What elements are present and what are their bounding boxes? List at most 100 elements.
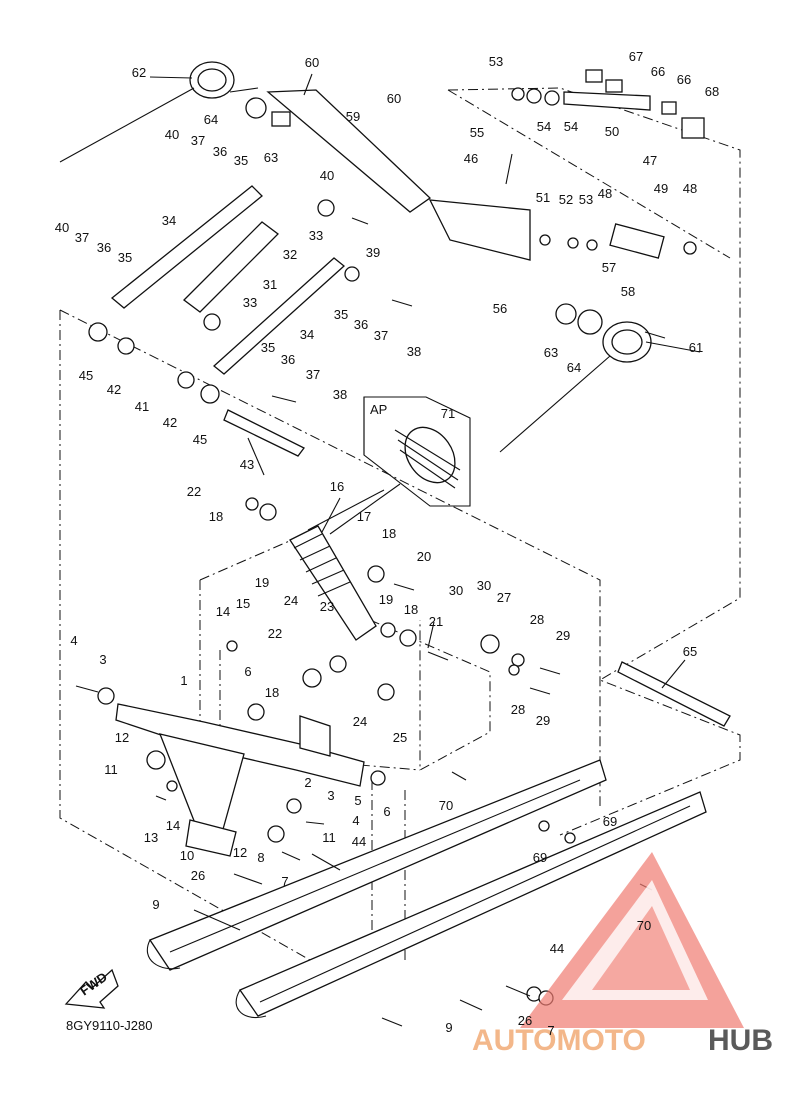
part-callout-30: 30 — [477, 578, 491, 593]
part-callout-33: 33 — [309, 228, 323, 243]
part-callout-42: 42 — [163, 415, 177, 430]
part-callout-52: 52 — [559, 192, 573, 207]
torsion-spring-61 — [499, 321, 666, 453]
part-callout-35: 35 — [118, 250, 132, 265]
part-callout-4: 4 — [70, 633, 77, 648]
part-callout-59: 59 — [346, 109, 360, 124]
part-callout-24: 24 — [284, 593, 298, 608]
part-callout-43: 43 — [240, 457, 254, 472]
part-callout-58: 58 — [621, 284, 635, 299]
part-callout-40: 40 — [55, 220, 69, 235]
part-callout-37: 37 — [374, 328, 388, 343]
part-callout-71: 71 — [441, 406, 455, 421]
part-callout-24: 24 — [353, 714, 367, 729]
part-callout-8: 8 — [257, 850, 264, 865]
watermark-text-hub: HUB — [708, 1024, 773, 1057]
part-callout-20: 20 — [417, 549, 431, 564]
part-callout-17: 17 — [357, 509, 371, 524]
part-callout-26: 26 — [518, 1013, 532, 1028]
part-callout-30: 30 — [449, 583, 463, 598]
part-callout-60: 60 — [305, 55, 319, 70]
part-callout-27: 27 — [497, 590, 511, 605]
watermark-text-automoto: AUTOMOTO — [472, 1024, 646, 1057]
diagram-code: 8GY9110-J280 — [66, 1018, 153, 1033]
rail-lower — [146, 759, 707, 1018]
part-callout-63: 63 — [264, 150, 278, 165]
part-callout-62: 62 — [132, 65, 146, 80]
part-callout-60: 60 — [387, 91, 401, 106]
part-callout-28: 28 — [530, 612, 544, 627]
small-parts — [88, 69, 705, 1006]
part-callout-14: 14 — [166, 818, 180, 833]
part-callout-37: 37 — [306, 367, 320, 382]
part-callout-48: 48 — [598, 186, 612, 201]
part-callout-12: 12 — [115, 730, 129, 745]
shock-absorber-16 — [289, 525, 377, 641]
part-callout-3: 3 — [327, 788, 334, 803]
part-callout-21: 21 — [429, 614, 443, 629]
part-callout-36: 36 — [354, 317, 368, 332]
part-callout-18: 18 — [404, 602, 418, 617]
torsion-spring-62 — [59, 61, 259, 163]
part-callout-35: 35 — [334, 307, 348, 322]
part-callout-31: 31 — [263, 277, 277, 292]
bolts — [75, 153, 653, 1027]
part-callout-48: 48 — [683, 181, 697, 196]
part-callout-10: 10 — [180, 848, 194, 863]
part-callout-38: 38 — [333, 387, 347, 402]
part-callout-23: 23 — [320, 599, 334, 614]
leader-lines — [149, 73, 701, 689]
part-callout-55: 55 — [470, 125, 484, 140]
part-callout-53: 53 — [489, 54, 503, 69]
ap-detail-box — [307, 396, 471, 535]
part-callout-15: 15 — [236, 596, 250, 611]
part-callout-26: 26 — [191, 868, 205, 883]
part-callout-16: 16 — [330, 479, 344, 494]
part-callout-42: 42 — [107, 382, 121, 397]
part-callout-44: 44 — [550, 941, 564, 956]
part-callout-6: 6 — [383, 804, 390, 819]
part-callout-70: 70 — [637, 918, 651, 933]
part-callout-35: 35 — [261, 340, 275, 355]
part-callout-4: 4 — [352, 813, 359, 828]
part-callout-57: 57 — [602, 260, 616, 275]
part-callout-63: 63 — [544, 345, 558, 360]
shafts — [110, 89, 731, 727]
part-callout-35: 35 — [234, 153, 248, 168]
part-callout-19: 19 — [379, 592, 393, 607]
part-callout-39: 39 — [366, 245, 380, 260]
part-callout-37: 37 — [75, 230, 89, 245]
part-callout-37: 37 — [191, 133, 205, 148]
part-callout-66: 66 — [677, 72, 691, 87]
part-callout-14: 14 — [216, 604, 230, 619]
part-callout-54: 54 — [564, 119, 578, 134]
part-callout-9: 9 — [445, 1020, 452, 1035]
part-callout-56: 56 — [493, 301, 507, 316]
part-callout-11: 11 — [104, 762, 118, 777]
part-callout-64: 64 — [567, 360, 581, 375]
part-callout-13: 13 — [144, 830, 158, 845]
part-callout-53: 53 — [579, 192, 593, 207]
part-callout-3: 3 — [99, 652, 106, 667]
part-callout-29: 29 — [556, 628, 570, 643]
part-callout-22: 22 — [268, 626, 282, 641]
part-callout-70: 70 — [439, 798, 453, 813]
part-callout-18: 18 — [265, 685, 279, 700]
part-callout-1: 1 — [180, 673, 187, 688]
part-callout-9: 9 — [152, 897, 159, 912]
part-callout-28: 28 — [511, 702, 525, 717]
part-callout-33: 33 — [243, 295, 257, 310]
part-callout-36: 36 — [213, 144, 227, 159]
part-callout-34: 34 — [300, 327, 314, 342]
part-callout-49: 49 — [654, 181, 668, 196]
part-callout-69: 69 — [533, 850, 547, 865]
part-callout-66: 66 — [651, 64, 665, 79]
part-callout-7: 7 — [281, 874, 288, 889]
part-callout-34: 34 — [162, 213, 176, 228]
part-callout-5: 5 — [354, 793, 361, 808]
part-callout-68: 68 — [705, 84, 719, 99]
part-callout-46: 46 — [464, 151, 478, 166]
